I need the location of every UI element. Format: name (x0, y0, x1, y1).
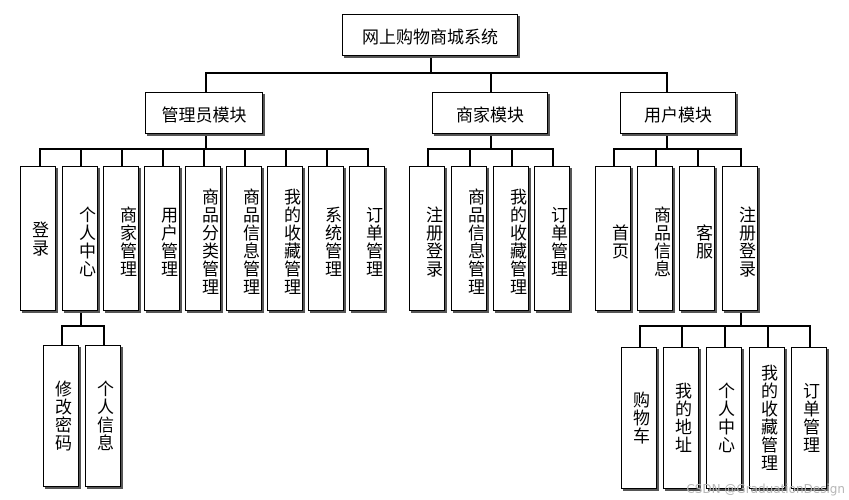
connector-line (162, 148, 164, 166)
register-child-my-address: 我的地址 (663, 347, 699, 489)
node-label: 修改密码 (51, 380, 71, 452)
connector-line (740, 148, 742, 166)
root-node-label: 网上购物商城系统 (362, 27, 498, 48)
user-child-home: 首页 (595, 166, 631, 311)
node-label: 我的收藏管理 (757, 364, 777, 472)
connector-line (809, 325, 811, 347)
connector-line (552, 148, 554, 166)
admin-module-node: 管理员模块 (145, 92, 263, 134)
admin-child-product-mgmt: 商品信息管理 (226, 166, 262, 311)
connector-line (205, 134, 207, 148)
node-label: 首页 (608, 223, 628, 260)
register-child-cart: 购物车 (621, 347, 657, 489)
node-label: 购物车 (629, 391, 649, 445)
connector-line (80, 311, 82, 325)
user-child-customer-service: 客服 (679, 166, 715, 311)
admin-module-label: 管理员模块 (161, 105, 247, 126)
connector-line (469, 148, 471, 166)
connector-line (767, 325, 769, 347)
node-label: 商品信息管理 (239, 187, 259, 296)
node-label: 个人信息 (93, 380, 113, 452)
user-module-label: 用户模块 (644, 105, 712, 126)
connector-line (681, 325, 683, 347)
connector-line (613, 148, 615, 166)
connector-line (121, 148, 123, 166)
connector-line (724, 325, 726, 347)
connector-line (61, 325, 105, 327)
node-label: 我的收藏管理 (506, 187, 526, 296)
connector-line (244, 148, 246, 166)
connector-line (490, 72, 492, 92)
node-label: 我的地址 (671, 382, 691, 454)
connector-line (511, 148, 513, 166)
node-label: 商品信息管理 (464, 187, 484, 296)
node-label: 我的收藏管理 (280, 187, 300, 296)
connector-line (203, 148, 205, 166)
node-label: 系统管理 (321, 205, 341, 278)
node-label: 注册登录 (422, 205, 442, 278)
connector-line (639, 325, 641, 347)
node-label: 订单管理 (547, 205, 567, 278)
connector-line (367, 148, 369, 166)
admin-child-merchant-mgmt: 商家管理 (103, 166, 139, 311)
node-label: 客服 (692, 223, 712, 260)
merchant-child-product-mgmt: 商品信息管理 (451, 166, 487, 311)
node-label: 订单管理 (799, 382, 819, 454)
node-label: 订单管理 (362, 205, 382, 278)
node-label: 商品分类管理 (198, 187, 218, 296)
watermark: CSDN @GraduationDesign (686, 482, 845, 496)
connector-line (490, 134, 492, 148)
connector-line (427, 148, 554, 150)
connector-line (666, 72, 668, 92)
merchant-child-order-mgmt: 订单管理 (534, 166, 570, 311)
connector-line (430, 58, 432, 72)
connector-line (697, 148, 699, 166)
connector-line (103, 325, 105, 345)
connector-line (740, 311, 742, 325)
connector-line (666, 134, 668, 148)
personal-center-child-change-password: 修改密码 (43, 345, 79, 487)
admin-child-personal-center: 个人中心 (62, 166, 98, 311)
admin-child-favorites-mgmt: 我的收藏管理 (267, 166, 303, 311)
node-label: 注册登录 (735, 205, 755, 278)
merchant-child-favorites-mgmt: 我的收藏管理 (493, 166, 529, 311)
node-label: 商品信息 (650, 205, 670, 278)
register-child-order-mgmt: 订单管理 (791, 347, 827, 489)
admin-child-system-mgmt: 系统管理 (308, 166, 344, 311)
node-label: 用户管理 (157, 205, 177, 278)
connector-line (61, 325, 63, 345)
node-label: 商家管理 (116, 205, 136, 278)
connector-line (427, 148, 429, 166)
connector-line (655, 148, 657, 166)
node-label: 登录 (28, 220, 48, 257)
connector-line (205, 72, 207, 92)
admin-child-category-mgmt: 商品分类管理 (185, 166, 221, 311)
merchant-module-node: 商家模块 (432, 92, 548, 134)
register-child-personal-center: 个人中心 (706, 347, 742, 489)
node-label: 个人中心 (714, 382, 734, 454)
connector-line (285, 148, 287, 166)
user-module-node: 用户模块 (620, 92, 736, 134)
admin-child-order-mgmt: 订单管理 (349, 166, 385, 311)
register-child-favorites-mgmt: 我的收藏管理 (749, 347, 785, 489)
connector-line (326, 148, 328, 166)
connector-line (39, 148, 41, 166)
connector-line (205, 72, 668, 74)
merchant-module-label: 商家模块 (456, 105, 524, 126)
connector-line (613, 148, 742, 150)
merchant-child-register-login: 注册登录 (409, 166, 445, 311)
personal-center-child-personal-info: 个人信息 (85, 345, 121, 487)
node-label: 个人中心 (75, 205, 95, 278)
user-child-register-login: 注册登录 (722, 166, 758, 311)
admin-child-login: 登录 (20, 166, 56, 311)
connector-line (80, 148, 82, 166)
admin-child-user-mgmt: 用户管理 (144, 166, 180, 311)
root-node: 网上购物商城系统 (342, 14, 518, 56)
user-child-product-info: 商品信息 (637, 166, 673, 311)
